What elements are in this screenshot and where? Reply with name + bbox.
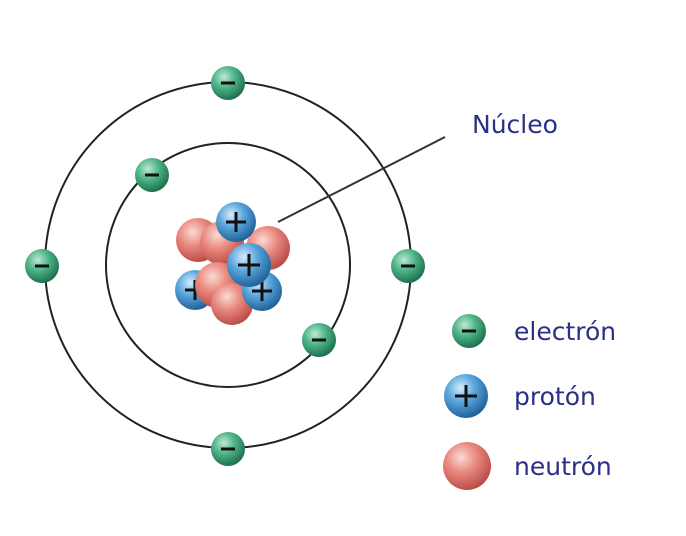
legend: electrón protón neutrón <box>443 314 616 490</box>
electron <box>211 432 245 466</box>
proton <box>227 243 271 287</box>
electron <box>302 323 336 357</box>
nucleus <box>175 202 290 325</box>
inner-orbit <box>105 142 351 388</box>
legend-proton-label: protón <box>514 382 596 411</box>
electron <box>391 249 425 283</box>
legend-proton-icon <box>444 374 488 418</box>
legend-neutron-icon <box>443 442 491 490</box>
nucleus-pointer-line <box>277 136 446 223</box>
legend-electron-icon <box>452 314 486 348</box>
electron <box>211 66 245 100</box>
legend-neutron-label: neutrón <box>514 452 612 481</box>
electron <box>25 249 59 283</box>
legend-electron-label: electrón <box>514 317 616 346</box>
proton <box>216 202 256 242</box>
nucleus-label: Núcleo <box>472 110 558 139</box>
electron <box>135 158 169 192</box>
